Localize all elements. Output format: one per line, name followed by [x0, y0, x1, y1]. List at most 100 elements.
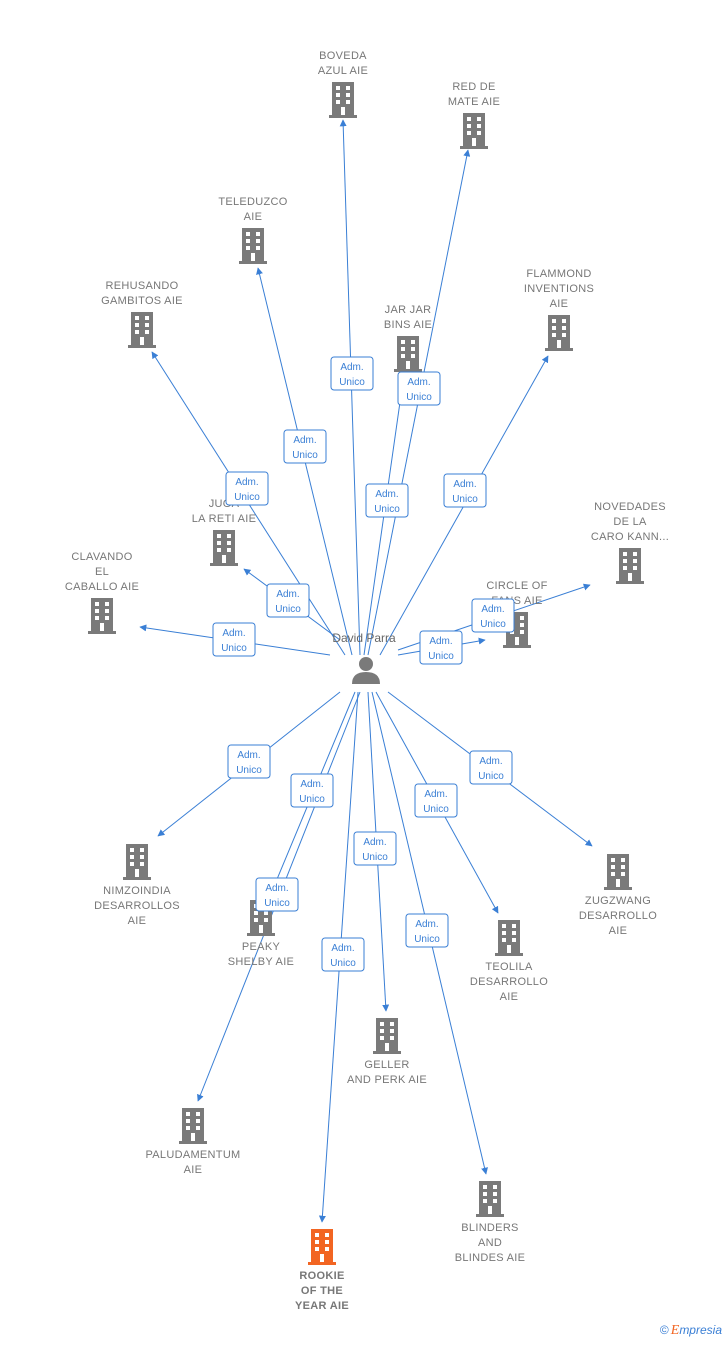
edge-role-line1: Adm.	[479, 756, 502, 767]
person-icon	[352, 657, 380, 684]
edge-label-zugzwang[interactable]: Adm. Unico	[469, 750, 513, 785]
company-label-line: ROOKIE	[299, 1270, 344, 1282]
edge-label-jugando-la-reti[interactable]: Adm. Unico	[266, 583, 310, 618]
building-icon	[308, 1229, 336, 1265]
person-name: David Parra	[332, 631, 396, 645]
company-label-line: AND	[478, 1237, 502, 1249]
company-label-line: AIE	[244, 211, 263, 223]
edge-role-line1: Adm.	[222, 628, 245, 639]
building-icon	[394, 336, 422, 372]
company-label-line: AIE	[184, 1164, 203, 1176]
company-label-line: DESARROLLO	[470, 976, 548, 988]
edge-label-circle-of-fans[interactable]: Adm.Unico	[419, 630, 463, 665]
edge-label-flammond-inventions[interactable]: Adm.Unico	[443, 473, 487, 508]
edge-role-line1: Adm.	[276, 589, 299, 600]
company-label-line: FLAMMOND	[526, 268, 591, 280]
company-label-line: AIE	[609, 925, 628, 937]
edge-role-line1: Adm.	[300, 779, 323, 790]
edge-label-teolila[interactable]: Adm. Unico	[414, 783, 458, 818]
edge-label-jar-jar-bins[interactable]: Adm.Unico	[365, 483, 409, 518]
company-label-line: TELEDUZCO	[218, 196, 287, 208]
edge-label-rookie-of-the-year[interactable]: Adm. Unico	[321, 937, 365, 972]
edge-role-line1: Adm.	[340, 362, 363, 373]
company-label-line: DESARROLLOS	[94, 900, 180, 912]
building-icon	[239, 228, 267, 264]
edge-role-line2: Unico	[236, 765, 262, 776]
edge-label-paludamentum[interactable]: Adm. Unico	[255, 877, 299, 912]
building-icon	[545, 315, 573, 351]
company-label-line: AIE	[500, 991, 519, 1003]
company-label-line: AIE	[128, 915, 147, 927]
edge-role-line2: Unico	[478, 771, 504, 782]
edge-label-clavando-el-caballo[interactable]: Adm.Unico	[212, 622, 256, 657]
company-node-teleduzco[interactable]: TELEDUZCO AIE	[218, 196, 287, 264]
edge-role-line2: Unico	[406, 392, 432, 403]
company-label-line: BOVEDA	[319, 50, 367, 62]
edge-label-teleduzco[interactable]: Adm.Unico	[283, 429, 327, 464]
edge-label-rehusando-gambitos[interactable]: Adm. Unico	[225, 471, 269, 506]
company-label-line: CLAVANDO	[71, 551, 132, 563]
edge-role-line1: Adm.	[331, 943, 354, 954]
company-label-line: LA RETI AIE	[192, 513, 256, 525]
company-label-line: PALUDAMENTUM	[145, 1149, 240, 1161]
company-node-geller-and-perk[interactable]: GELLER AND PERK AIE	[347, 1018, 427, 1086]
company-label-line: RED DE	[452, 81, 495, 93]
company-label-line: EL	[95, 566, 109, 578]
edge-label-novedades-caro[interactable]: Adm.Unico	[471, 598, 515, 633]
building-icon	[123, 844, 151, 880]
edge-role-line2: Unico	[330, 958, 356, 969]
edge-role-line2: Unico	[423, 804, 449, 815]
edge-role-line1: Adm.	[265, 883, 288, 894]
edge-role-line2: Unico	[292, 450, 318, 461]
edge-role-line1: Adm.	[415, 919, 438, 930]
company-label-line: TEOLILA	[485, 961, 533, 973]
edge-label-boveda-azul[interactable]: Adm. Unico	[330, 356, 374, 391]
company-label-line: REHUSANDO	[106, 280, 179, 292]
building-icon	[604, 854, 632, 890]
edge-role-line1: Adm.	[424, 789, 447, 800]
building-icon	[495, 920, 523, 956]
company-label-line: BLINDERS	[461, 1222, 518, 1234]
building-icon	[329, 82, 357, 118]
company-label-line: SHELBY AIE	[228, 956, 294, 968]
edge-role-line2: Unico	[234, 492, 260, 503]
edge-label-peaky-shelby[interactable]: Adm. Unico	[290, 773, 334, 808]
edge-role-line2: Unico	[339, 377, 365, 388]
company-node-teolila[interactable]: TEOLILA DESARROLLO AIE	[470, 920, 548, 1003]
company-node-rehusando-gambitos[interactable]: REHUSANDO GAMBITOS AIE	[101, 280, 183, 348]
company-label-line: MATE AIE	[448, 96, 500, 108]
edge-role-line1: Adm.	[237, 750, 260, 761]
company-label-line: BINS AIE	[384, 319, 432, 331]
company-label-line: NOVEDADES	[594, 501, 666, 513]
company-label-line: AIE	[550, 298, 569, 310]
company-node-red-de-mate[interactable]: RED DE MATE AIE	[448, 81, 500, 149]
edge-role-line1: Adm.	[235, 477, 258, 488]
person-node[interactable]: David Parra	[332, 631, 396, 684]
building-icon	[179, 1108, 207, 1144]
edge-role-line2: Unico	[264, 898, 290, 909]
edge-label-red-de-mate[interactable]: Adm.Unico	[397, 371, 441, 406]
company-label-line: GELLER	[364, 1059, 409, 1071]
edge-label-nimzoindia[interactable]: Adm. Unico	[227, 744, 271, 779]
edge-role-line2: Unico	[275, 604, 301, 615]
company-label-line: DESARROLLO	[579, 910, 657, 922]
edge-role-line2: Unico	[299, 794, 325, 805]
company-label-line: YEAR AIE	[295, 1300, 349, 1312]
company-label-line: AND PERK AIE	[347, 1074, 427, 1086]
edge-label-blinders-and-blindes[interactable]: Adm.Unico	[405, 913, 449, 948]
company-label-line: GAMBITOS AIE	[101, 295, 183, 307]
company-node-paludamentum[interactable]: PALUDAMENTUM AIE	[145, 1108, 240, 1176]
edge-label-geller-and-perk[interactable]: Adm.Unico	[353, 831, 397, 866]
